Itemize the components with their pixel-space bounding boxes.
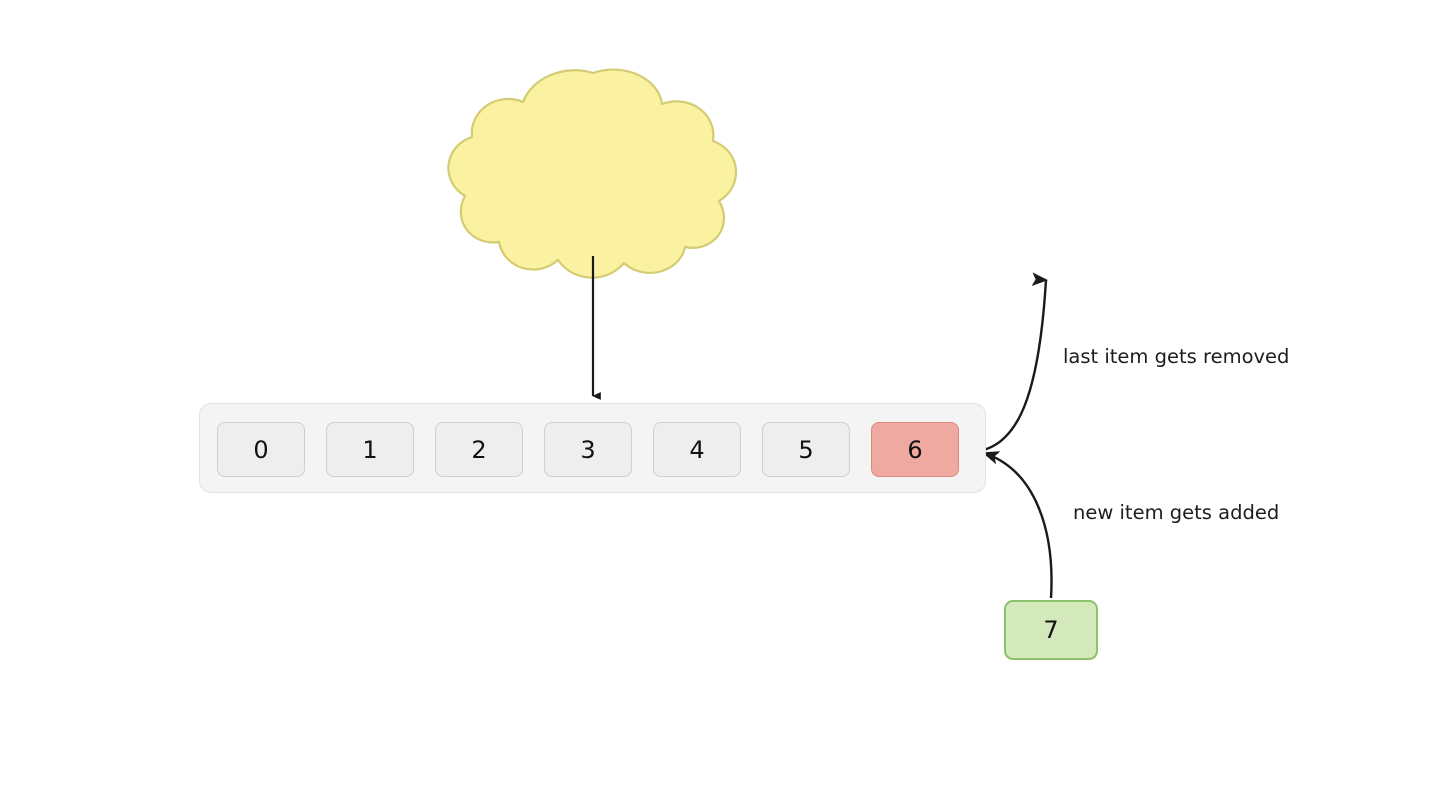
array-cell[interactable]: 3	[544, 422, 632, 477]
label-new-item-added: new item gets added	[1073, 501, 1280, 524]
label-last-item-removed: last item gets removed	[1063, 345, 1290, 368]
array-cell-removing[interactable]: 6	[871, 422, 959, 477]
array-cell[interactable]: 1	[326, 422, 414, 477]
new-item-added-arrow	[982, 451, 1053, 599]
last-item-removed-arrow	[974, 272, 1048, 454]
array-cell[interactable]: 2	[435, 422, 523, 477]
new-item-cell[interactable]: 7	[1004, 600, 1098, 660]
array-cell[interactable]: 5	[762, 422, 850, 477]
array-cell[interactable]: 4	[653, 422, 741, 477]
producer-cloud	[447, 68, 737, 279]
array-cells-row: 0 1 2 3 4 5 6	[217, 422, 959, 477]
array-cell[interactable]: 0	[217, 422, 305, 477]
array-container: 0 1 2 3 4 5 6	[199, 403, 986, 493]
